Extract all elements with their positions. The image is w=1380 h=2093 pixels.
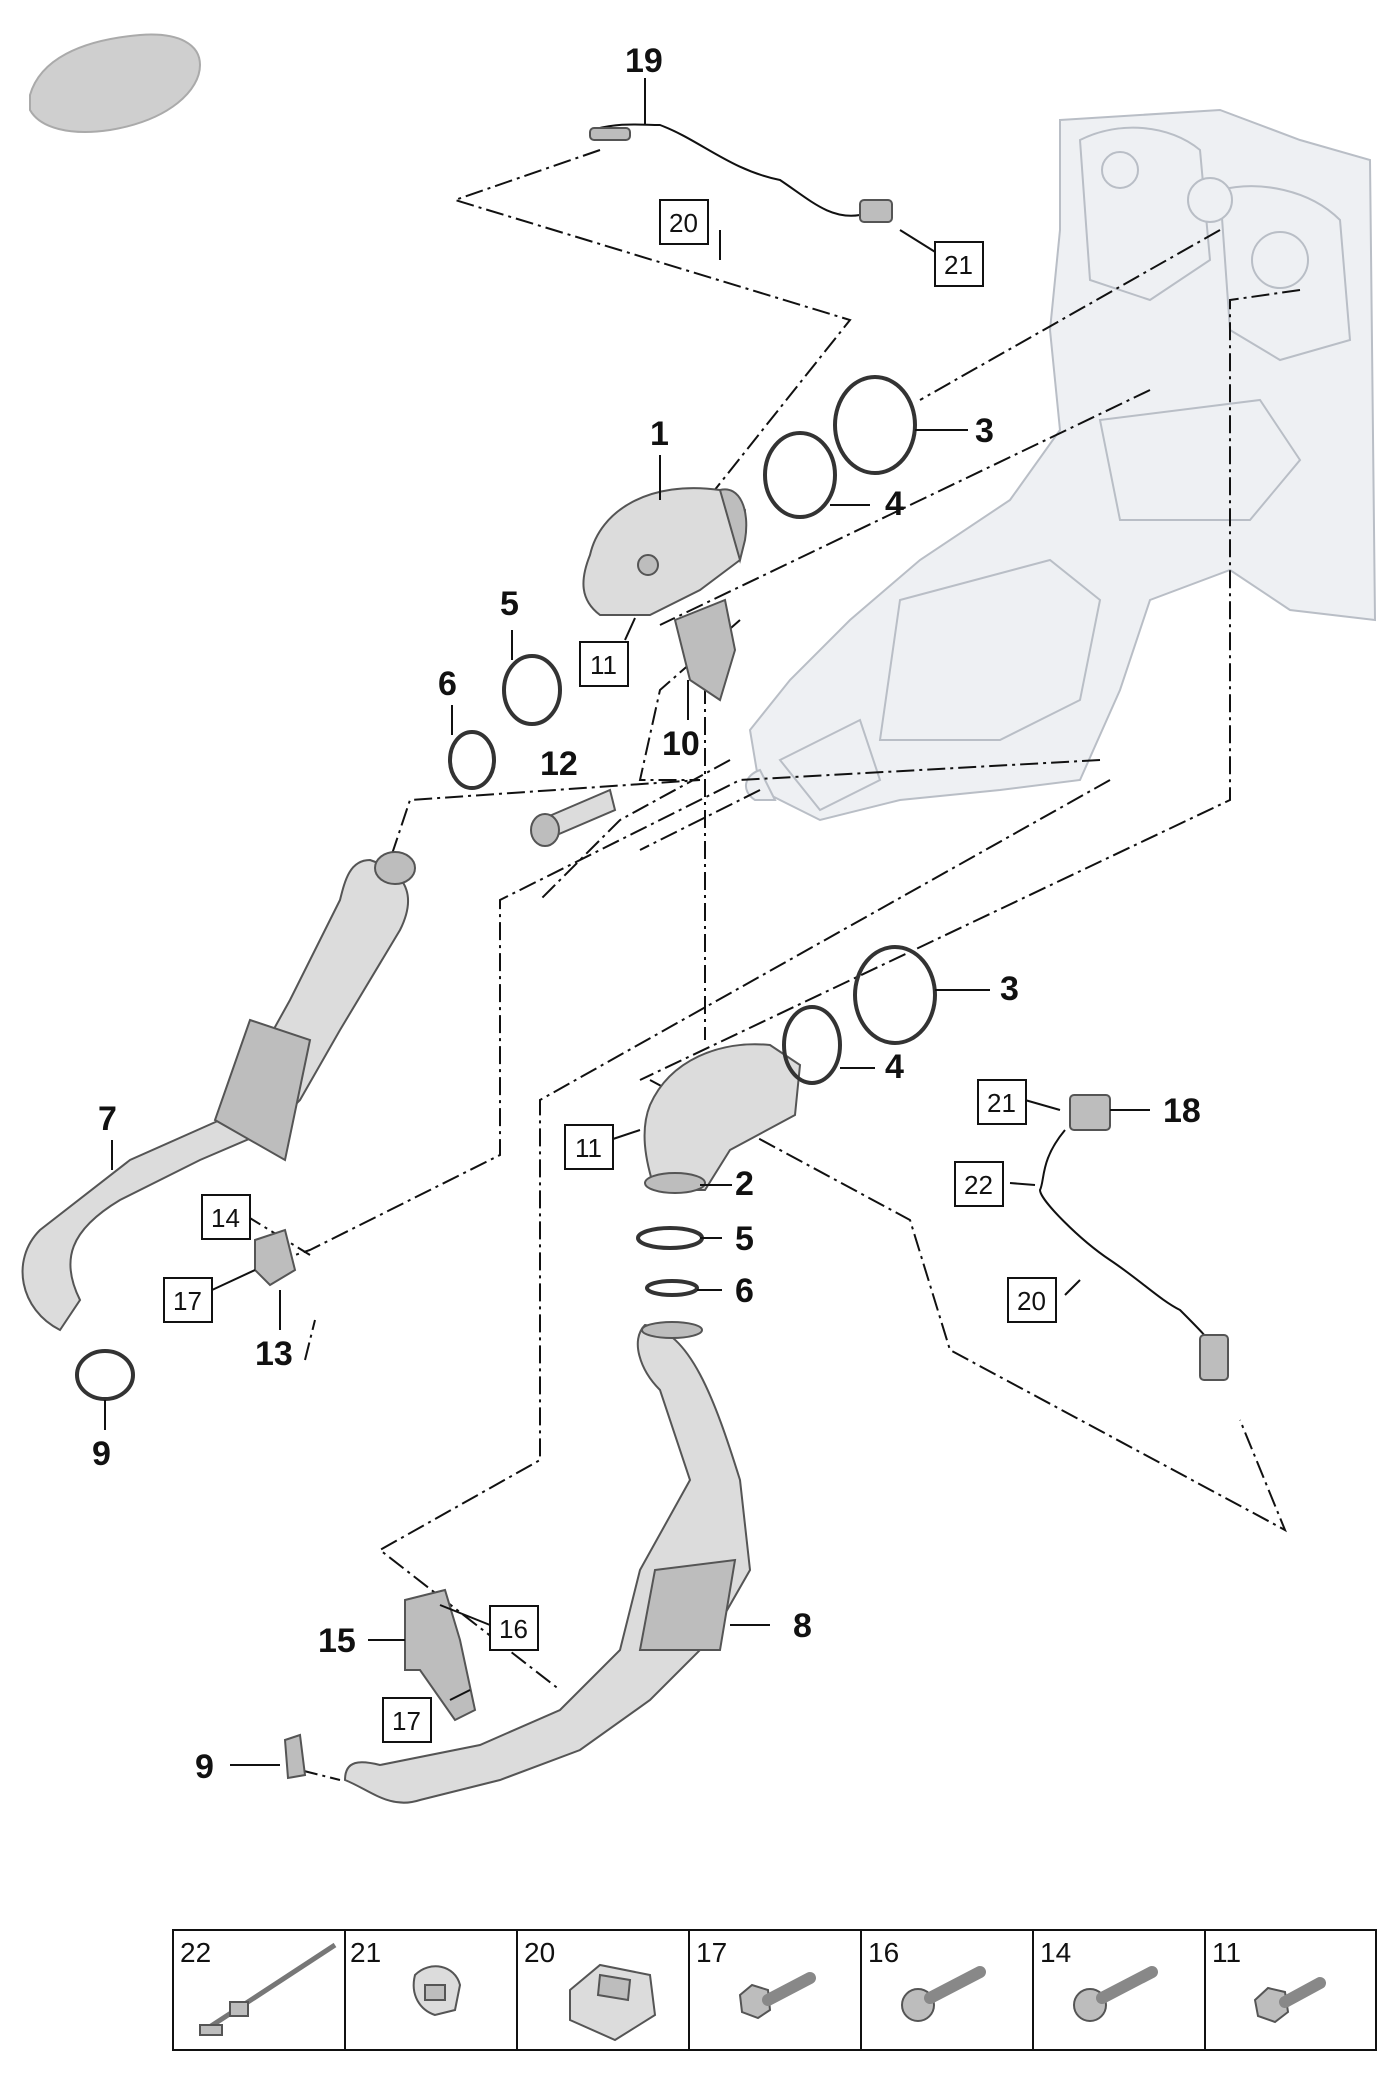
svg-text:21: 21: [987, 1088, 1016, 1118]
small-parts-upper: [448, 598, 737, 847]
callout-1: 1: [650, 415, 669, 453]
table-cell-11: 11: [1212, 1937, 1241, 1968]
table-cell-22: 22: [180, 1937, 211, 1968]
callout-2: 2: [735, 1165, 754, 1203]
engine-transmission-assembly: [745, 108, 1377, 822]
svg-text:20: 20: [1017, 1286, 1046, 1316]
bracket-lower: [368, 1588, 477, 1722]
table-cell-20: 20: [524, 1937, 555, 1968]
exhaust-pipe-lower: [343, 1321, 770, 1804]
svg-text:17: 17: [392, 1706, 421, 1736]
table-cell-17: 17: [696, 1937, 727, 1968]
lambda-sensor-lower: [1038, 1094, 1229, 1381]
ref-box-21-upper: 21: [934, 241, 984, 287]
ref-box-21-lower: 21: [977, 1079, 1027, 1125]
svg-text:20: 20: [669, 208, 698, 238]
exhaust-pipe-left: [21, 851, 416, 1332]
table-cell-14: 14: [1040, 1937, 1071, 1968]
svg-text:22: 22: [964, 1170, 993, 1200]
callout-13: 13: [255, 1335, 293, 1373]
catalytic-converter-lower: [643, 1043, 802, 1194]
ref-box-11-upper: 11: [579, 641, 629, 687]
ref-box-17-lower: 17: [382, 1697, 432, 1743]
clamp-bracket-icon: [412, 1965, 462, 2017]
callout-5-lower: 5: [735, 1220, 754, 1258]
callout-19: 19: [625, 42, 663, 80]
callout-8: 8: [793, 1607, 812, 1645]
callout-4-lower: 4: [885, 1048, 904, 1086]
ref-box-17-left: 17: [163, 1277, 213, 1323]
clamp-lower-small: [230, 1733, 307, 1780]
ref-box-11-lower: 11: [564, 1124, 614, 1170]
table-cell-21: 21: [350, 1937, 381, 1968]
callout-10: 10: [662, 725, 700, 763]
callout-3-lower: 3: [1000, 970, 1019, 1008]
svg-text:21: 21: [944, 250, 973, 280]
lambda-sensor-upper: [589, 78, 893, 223]
table-cell-16: 16: [868, 1937, 899, 1968]
dash-leaders: [244, 149, 1301, 1781]
callout-9-lower: 9: [195, 1748, 214, 1786]
ref-box-20-lower: 20: [1007, 1277, 1057, 1323]
clip-icon: [199, 1942, 337, 2036]
callout-3-upper: 3: [975, 412, 994, 450]
box-leaders: [211, 229, 1081, 1701]
vehicle-thumbnail-icon: [29, 33, 202, 133]
heat-shield-icon: [569, 1963, 657, 2042]
callout-18: 18: [1163, 1092, 1201, 1130]
callout-12: 12: [540, 745, 578, 783]
clamp-left: [75, 1349, 135, 1430]
small-parts-lower: [636, 1226, 722, 1297]
flange-bolt-icon: [1253, 1977, 1326, 2024]
hex-bolt-icon: [738, 1972, 816, 2020]
bracket-left: [254, 1228, 297, 1330]
clamp-upper: [763, 375, 968, 519]
ref-box-22: 22: [954, 1161, 1004, 1207]
torx-bolt-icon: [901, 1966, 986, 2022]
callout-15: 15: [318, 1622, 356, 1660]
svg-text:16: 16: [499, 1614, 528, 1644]
callout-5-upper: 5: [500, 585, 519, 623]
svg-text:14: 14: [211, 1203, 240, 1233]
svg-text:11: 11: [590, 650, 617, 680]
catalytic-converter-upper: [582, 455, 748, 616]
ref-box-14: 14: [201, 1194, 251, 1240]
clamp-lower: [782, 945, 990, 1085]
ref-box-20-upper: 20: [659, 199, 709, 245]
fastener-table: 22 21 20 17 16 14 11: [172, 1929, 1377, 2051]
callout-9-left: 9: [92, 1435, 111, 1473]
callout-6-upper: 6: [438, 665, 457, 703]
callout-6-lower: 6: [735, 1272, 754, 1310]
torx-bolt-icon: [1073, 1966, 1158, 2022]
svg-text:17: 17: [173, 1286, 202, 1316]
svg-text:11: 11: [575, 1133, 602, 1163]
callout-4-upper: 4: [885, 485, 904, 523]
callout-7: 7: [98, 1100, 117, 1138]
ref-box-16: 16: [489, 1605, 539, 1651]
